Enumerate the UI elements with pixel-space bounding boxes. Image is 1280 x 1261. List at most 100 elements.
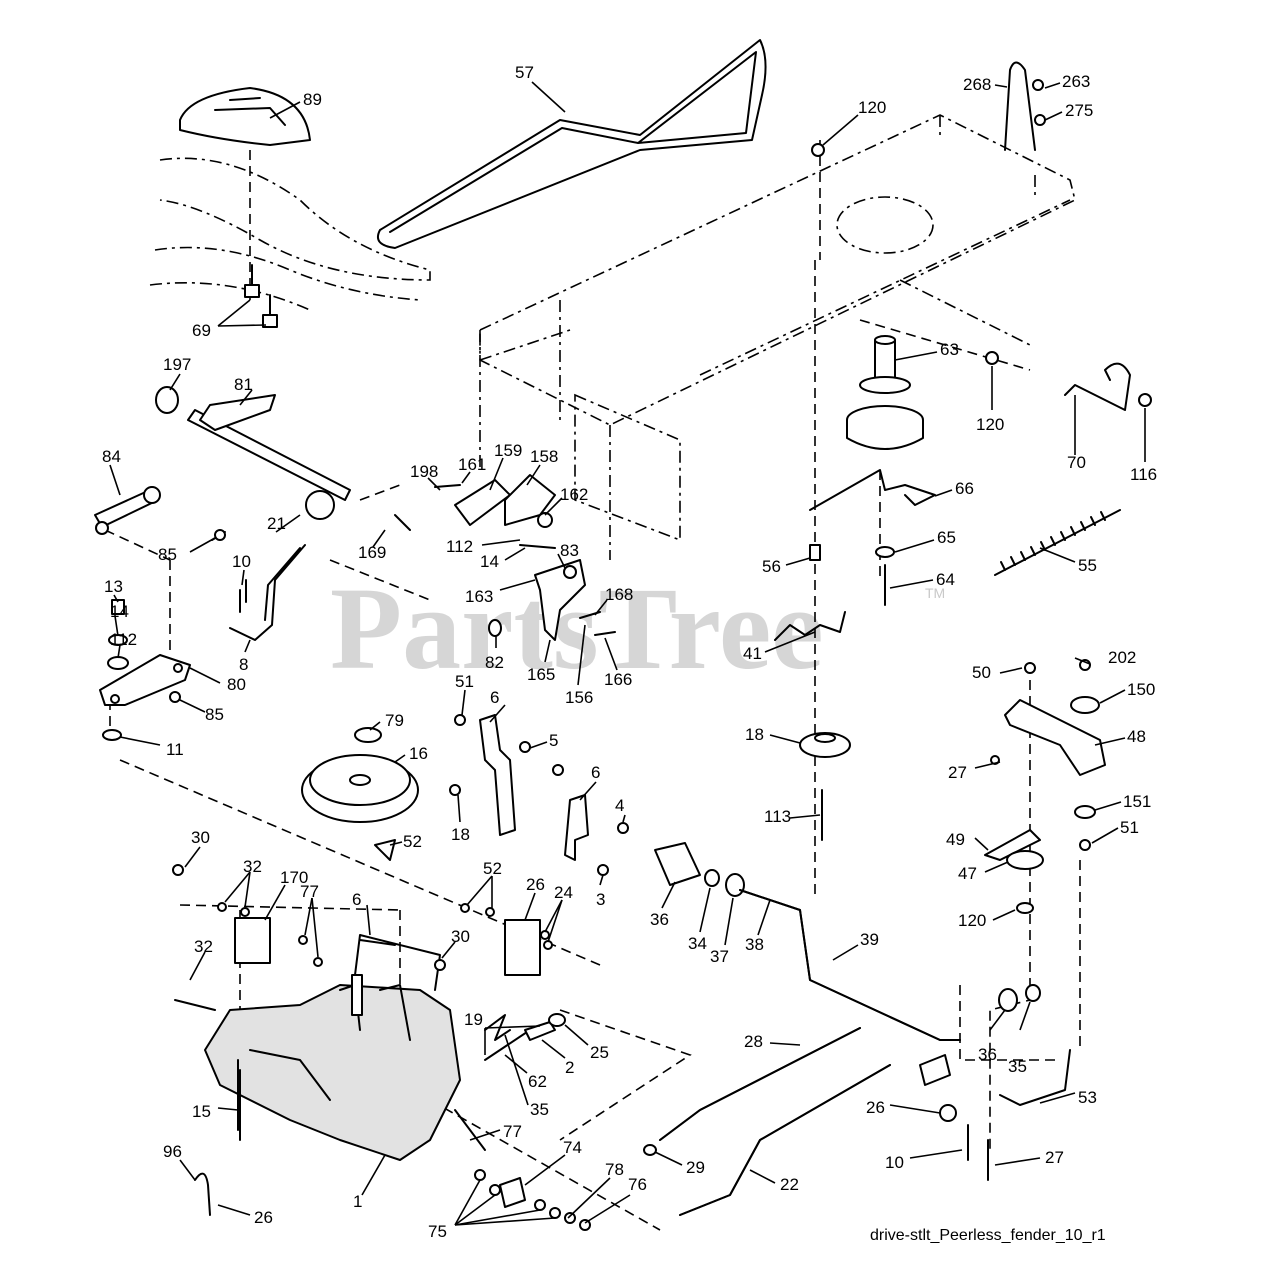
knob-21-part bbox=[305, 490, 335, 520]
callout-197: 197 bbox=[163, 355, 191, 374]
callout-49: 49 bbox=[946, 830, 965, 849]
callout-1: 1 bbox=[353, 1192, 362, 1211]
callout-34: 38 bbox=[745, 935, 764, 954]
callout-28: 28 bbox=[744, 1032, 763, 1051]
callout-158: 158 bbox=[530, 447, 558, 466]
callout-69: 69 bbox=[192, 321, 211, 340]
bushing-29-part bbox=[643, 1144, 657, 1156]
spacer-150-part bbox=[1070, 696, 1100, 714]
callout-25: 62 bbox=[528, 1072, 547, 1091]
nut-65-part bbox=[875, 546, 895, 558]
plate-80-part bbox=[99, 654, 191, 706]
callout-53: 53 bbox=[1078, 1088, 1097, 1107]
callout-80: 80 bbox=[227, 675, 246, 694]
callout-13: 13 bbox=[104, 577, 123, 596]
callout-165: 165 bbox=[527, 665, 555, 684]
callout-65: 65 bbox=[937, 528, 956, 547]
callout-85: 85 bbox=[205, 705, 224, 724]
callout-89: 89 bbox=[303, 90, 322, 109]
callout-74: 74 bbox=[563, 1138, 582, 1157]
callout-51: 51 bbox=[1120, 818, 1139, 837]
fender-outline bbox=[149, 157, 431, 311]
callout-21: 21 bbox=[267, 514, 286, 533]
callout-labels: 57 89 268 263 275 120 69 197 81 84 85 19… bbox=[102, 63, 1157, 1241]
diagram-caption: drive-stlt_Peerless_fender_10_r1 bbox=[870, 1227, 1106, 1244]
callout-32: 52 bbox=[483, 859, 502, 878]
bracket-165-part bbox=[534, 559, 586, 641]
callout-18: 4 bbox=[615, 796, 624, 815]
callout-2: 35 bbox=[530, 1100, 549, 1119]
callout-75: 75 bbox=[428, 1222, 447, 1241]
callout-27: 27 bbox=[1045, 1148, 1064, 1167]
callout-83: 83 bbox=[560, 541, 579, 560]
callout-120: 120 bbox=[958, 911, 986, 930]
wire-41-part bbox=[774, 611, 846, 641]
callout-79: 52 bbox=[403, 832, 422, 851]
callout-150: 150 bbox=[1127, 680, 1155, 699]
small-hardware bbox=[169, 79, 1152, 971]
callout-36: 36 bbox=[978, 1045, 997, 1064]
pulley-3-part bbox=[301, 754, 419, 823]
callout-14: 14 bbox=[110, 602, 129, 621]
callout-6: 3 bbox=[596, 890, 605, 909]
transaxle-1-part bbox=[174, 974, 486, 1161]
callout-151: 151 bbox=[1123, 792, 1151, 811]
spring-55-part bbox=[994, 509, 1121, 576]
callout-166: 166 bbox=[604, 670, 632, 689]
fender-knob-part bbox=[179, 87, 311, 146]
callout-35: 35 bbox=[1008, 1057, 1027, 1076]
plate-30-right-part bbox=[504, 919, 541, 976]
callout-76: 76 bbox=[628, 1175, 647, 1194]
rod-19-part bbox=[524, 1021, 556, 1041]
callout-163: 163 bbox=[465, 587, 493, 606]
callout-202: 202 bbox=[1108, 648, 1136, 667]
callout-161: 161 bbox=[458, 455, 486, 474]
callout-30: 26 bbox=[526, 875, 545, 894]
callout-275: 275 bbox=[1065, 101, 1093, 120]
callout-6: 18 bbox=[451, 825, 470, 844]
bolt-69-part bbox=[244, 264, 278, 328]
bail-170-part bbox=[354, 934, 441, 991]
control-lever-8-part bbox=[229, 544, 306, 641]
washer-11-part bbox=[102, 729, 122, 741]
callout-55: 55 bbox=[1078, 556, 1097, 575]
callout-57: 57 bbox=[515, 63, 534, 82]
callout-62: 36 bbox=[650, 910, 669, 929]
shaft-34-part bbox=[739, 889, 961, 1041]
callout-77: 32 bbox=[194, 937, 213, 956]
washer-36-part bbox=[725, 873, 745, 897]
callout-52: 32 bbox=[243, 857, 262, 876]
washer-35-part bbox=[704, 869, 720, 887]
bushing-197-part bbox=[155, 386, 179, 414]
callout-30: 170 bbox=[280, 868, 308, 887]
shaft-81-part bbox=[187, 409, 351, 501]
callout-168: 168 bbox=[605, 585, 633, 604]
callout-37: 39 bbox=[860, 930, 879, 949]
callout-82: 82 bbox=[485, 653, 504, 672]
callout-19: 2 bbox=[565, 1058, 574, 1077]
nut-24-part bbox=[548, 1013, 566, 1027]
callout-169: 169 bbox=[358, 543, 386, 562]
callout-159: 159 bbox=[494, 441, 522, 460]
callout-263: 263 bbox=[1062, 72, 1090, 91]
callout-112: 112 bbox=[446, 537, 473, 556]
drive-belt-part bbox=[376, 39, 767, 249]
callout-22: 22 bbox=[780, 1175, 799, 1194]
frame-outline bbox=[479, 114, 1076, 560]
watermark-trademark: TM bbox=[925, 585, 945, 601]
callout-26: 26 bbox=[866, 1098, 885, 1117]
callout-113: 6 bbox=[490, 688, 499, 707]
callout-27: 27 bbox=[948, 763, 967, 782]
bracket-49-part bbox=[984, 829, 1041, 861]
callout-8: 8 bbox=[239, 655, 248, 674]
bushing-62-part bbox=[654, 842, 701, 886]
callout-268: 268 bbox=[963, 75, 991, 94]
callout-26: 19 bbox=[464, 1010, 483, 1029]
callout-18: 51 bbox=[455, 672, 474, 691]
callout-84: 84 bbox=[102, 447, 121, 466]
callout-10: 10 bbox=[232, 552, 251, 571]
key-4-part bbox=[354, 727, 382, 743]
callout-11: 11 bbox=[166, 740, 184, 759]
callout-66: 66 bbox=[955, 479, 974, 498]
